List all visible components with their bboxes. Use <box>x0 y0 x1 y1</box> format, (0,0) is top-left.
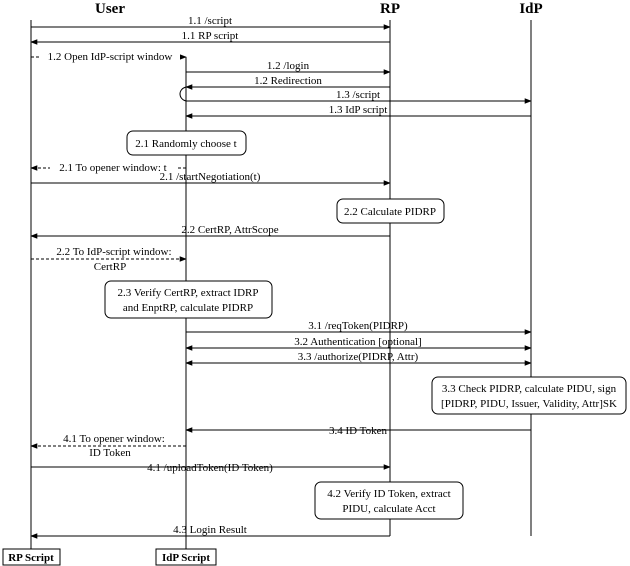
label-3-2-authentication: 3.2 Authentication [optional] <box>294 336 421 348</box>
label-2-1-start-negotiation: 2.1 /startNegotiation(t) <box>160 171 261 183</box>
label-2-1-opener: 2.1 To opener window: t <box>59 162 167 174</box>
note-2-3-line1: 2.3 Verify CertRP, extract IDRP <box>118 287 259 299</box>
note-4-2 <box>314 481 464 520</box>
idp-script-label: IdP Script <box>162 552 210 564</box>
label-4-1-upload-token: 4.1 /uploadToken(ID Token) <box>147 462 273 474</box>
actor-idp: IdP <box>519 1 542 17</box>
redirect-curve <box>179 86 187 102</box>
actor-user: User <box>95 1 125 17</box>
note-2-1-text: 2.1 Randomly choose t <box>135 138 236 150</box>
label-2-2-cert: 2.2 CertRP, AttrScope <box>181 224 278 236</box>
note-2-1 <box>126 130 247 156</box>
label-3-3-authorize: 3.3 /authorize(PIDRP, Attr) <box>298 351 419 363</box>
label-3-4-id-token: 3.4 ID Token <box>329 425 387 437</box>
label-4-1-opener-line1: 4.1 To opener window: <box>63 433 165 445</box>
actor-rp: RP <box>380 1 400 17</box>
note-2-3-line2: and EnptRP, calculate PIDRP <box>123 302 253 314</box>
note-3-3 <box>431 376 627 415</box>
label-4-1-opener-line2: ID Token <box>89 447 131 459</box>
note-2-2 <box>336 198 445 224</box>
note-2-2-text: 2.2 Calculate PIDRP <box>344 206 436 218</box>
idp-script-box <box>155 548 217 566</box>
note-3-3-line1: 3.3 Check PIDRP, calculate PIDU, sign <box>442 383 617 395</box>
note-3-3-line2: [PIDRP, PIDU, Issuer, Validity, Attr]SK <box>441 398 617 410</box>
label-1-3-idp-script: 1.3 IdP script <box>329 104 388 116</box>
label-1-3-script: 1.3 /script <box>336 89 380 101</box>
label-1-2-login: 1.2 /login <box>267 60 310 72</box>
label-1-2-redirection: 1.2 Redirection <box>254 75 322 87</box>
label-3-1-req-token: 3.1 /reqToken(PIDRP) <box>308 320 408 332</box>
rp-script-label: RP Script <box>8 552 54 564</box>
note-2-3 <box>104 280 273 319</box>
label-1-1-rp-script: 1.1 RP script <box>182 30 239 42</box>
rp-script-box <box>2 548 61 566</box>
label-1-2-open-window: 1.2 Open IdP-script window <box>48 51 173 63</box>
note-4-2-line2: PIDU, calculate Acct <box>342 503 435 515</box>
label-4-3-login-result: 4.3 Login Result <box>173 524 247 536</box>
label-2-2-idp-window-line1: 2.2 To IdP-script window: <box>56 246 171 258</box>
label-2-2-idp-window-line2: CertRP <box>94 261 126 273</box>
note-4-2-line1: 4.2 Verify ID Token, extract <box>327 488 450 500</box>
label-1-1-script: 1.1 /script <box>188 15 232 27</box>
